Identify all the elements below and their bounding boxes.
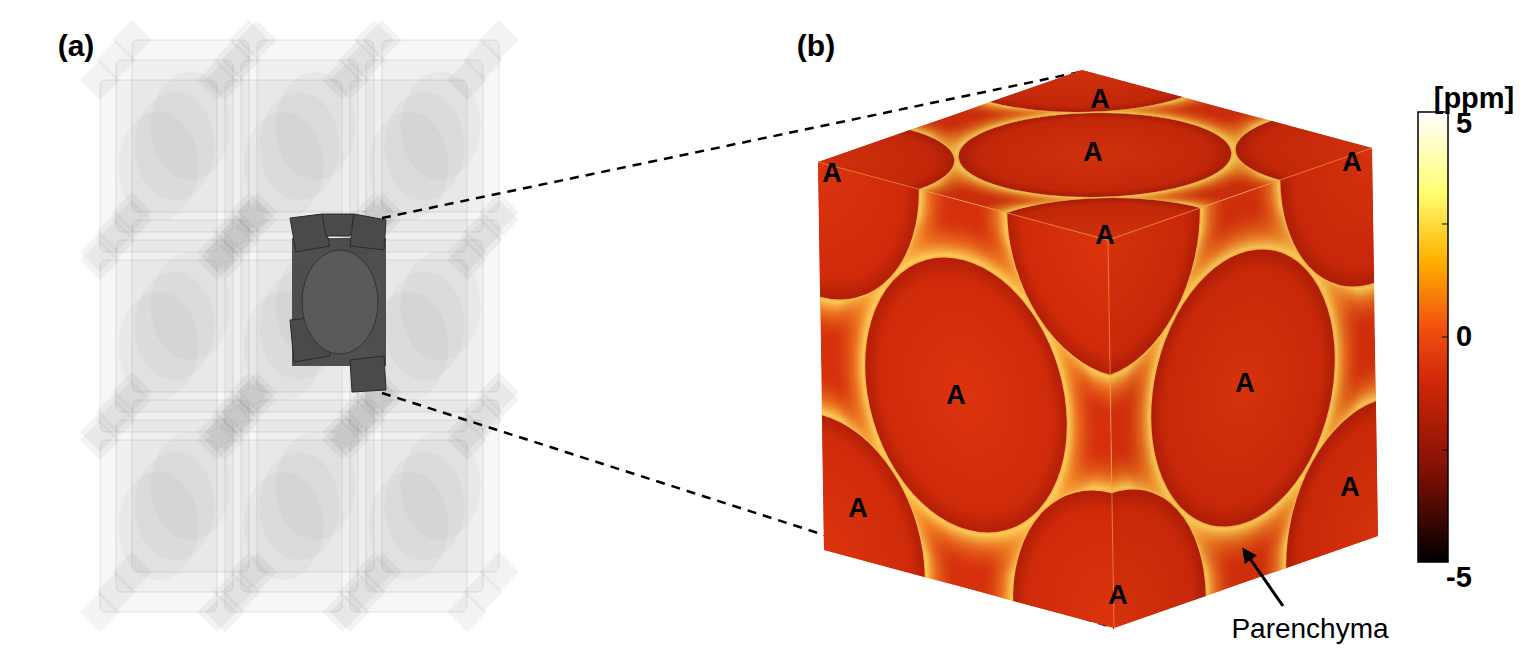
cell-corner: [80, 420, 120, 460]
cell-sphere: [119, 472, 199, 580]
panel-label: (b): [797, 29, 835, 62]
region-label: A: [1108, 581, 1128, 611]
colorbar: [1418, 112, 1448, 562]
colorbar-tick: [1442, 450, 1448, 451]
lattice-cell: [80, 60, 237, 272]
cell-corner: [205, 60, 245, 100]
cell-corner: [447, 60, 487, 100]
cell-corner: [350, 214, 386, 250]
cell-corner: [205, 240, 245, 280]
cell-sphere: [244, 112, 324, 220]
unit-label: [ppm]: [1434, 83, 1515, 115]
cell-corner: [322, 214, 354, 236]
cell-box: [100, 260, 217, 432]
lattice-illustration: [80, 20, 519, 632]
region-label: A: [1235, 369, 1255, 399]
panel-label: (a): [58, 29, 95, 62]
lattice-cell: [330, 420, 487, 632]
lattice-cell: [80, 420, 237, 632]
lattice-cell: [80, 240, 237, 452]
cell-corner: [330, 592, 370, 632]
region-label: A: [946, 381, 966, 411]
scale-value: 0: [1456, 321, 1472, 353]
tissue-label: Parenchyma: [1231, 614, 1388, 645]
cell-corner: [447, 592, 487, 632]
region-label: A: [1090, 85, 1110, 115]
region-label: A: [1342, 148, 1362, 178]
highlighted-cell: [290, 214, 386, 392]
cell-corner: [205, 592, 245, 632]
cell-sphere: [302, 250, 378, 354]
scale-value: 5: [1456, 108, 1472, 140]
lattice-cell: [346, 40, 503, 252]
cell-corner: [330, 420, 370, 460]
face-shade: [1108, 148, 1378, 628]
cube-edge: [1108, 240, 1114, 628]
cell-corner: [80, 592, 120, 632]
cell-box: [100, 440, 217, 612]
cell-corner: [350, 356, 386, 392]
cell-sphere: [369, 472, 449, 580]
cell-corner: [447, 240, 487, 280]
lattice-cell: [205, 420, 362, 632]
scale-value: -5: [1446, 562, 1472, 594]
pointer-arrow: [1244, 550, 1283, 606]
cell-corner: [80, 60, 120, 100]
region-label: A: [848, 494, 868, 524]
field-cube: [563, 0, 1531, 665]
cell-box: [225, 440, 342, 612]
cell-box: [100, 80, 217, 252]
cell-corner: [330, 60, 370, 100]
cell-sphere: [119, 292, 199, 400]
cell-box: [350, 80, 467, 252]
colorbar-tick: [1442, 337, 1448, 338]
cell-corner: [80, 240, 120, 280]
cell-sphere: [119, 112, 199, 220]
region-label: A: [1340, 473, 1360, 503]
colorbar-tick: [1442, 224, 1448, 225]
cell-sphere: [244, 472, 324, 580]
lattice-cell: [330, 60, 487, 272]
region-label: A: [822, 159, 842, 189]
cell-corner: [205, 420, 245, 460]
cell-box: [350, 440, 467, 612]
cell-sphere: [369, 112, 449, 220]
region-label: A: [1095, 221, 1115, 251]
region-label: A: [1083, 138, 1103, 168]
